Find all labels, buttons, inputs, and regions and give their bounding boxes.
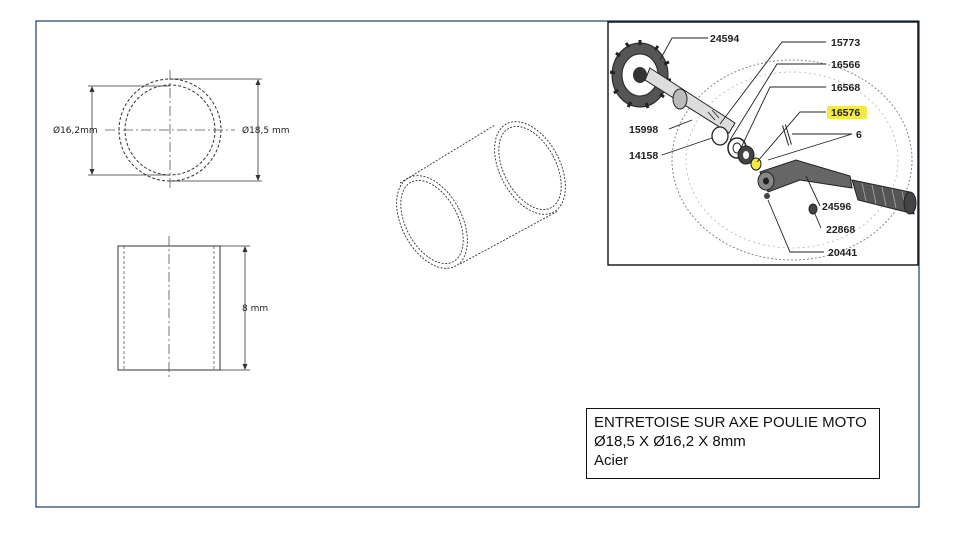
- callout-20441: 20441: [828, 247, 857, 259]
- isometric-view: [396, 121, 566, 269]
- title-block: ENTRETOISE SUR AXE POULIE MOTO Ø18,5 X Ø…: [586, 408, 880, 479]
- sprocket: [609, 40, 671, 109]
- part-highlight: [827, 106, 867, 119]
- washer-1: [711, 126, 729, 146]
- title-material: Acier: [594, 452, 629, 469]
- drawing-frame: [35, 20, 920, 508]
- title-part-dimensions: Ø18,5 X Ø16,2 X 8mm: [594, 433, 746, 450]
- top-view: Ø16,2mm Ø18,5 mm: [53, 70, 290, 190]
- title-part-name: ENTRETOISE SUR AXE POULIE MOTO: [594, 414, 867, 431]
- callout-24594: 24594: [710, 33, 739, 45]
- exploded-view-picture: 24594 15773 16566 16568 16576 15998 1415…: [607, 21, 919, 266]
- pulley-disc: [671, 59, 913, 261]
- callout-16566: 16566: [831, 59, 860, 71]
- iso-back-ellipse: [494, 121, 566, 215]
- leader-lines: [659, 37, 853, 253]
- callout-15998: 15998: [629, 124, 658, 136]
- callout-16568: 16568: [831, 82, 860, 94]
- side-view: 8 mm: [117, 236, 268, 380]
- shaft: [644, 67, 736, 134]
- spacer-highlighted: [750, 157, 762, 171]
- bolt: [808, 203, 818, 215]
- callout-15773: 15773: [831, 37, 860, 49]
- pedal-grip: [851, 179, 917, 215]
- callout-6: 6: [856, 129, 862, 141]
- inner-diameter-label: Ø16,2mm: [53, 125, 98, 136]
- callout-14158: 14158: [629, 150, 658, 162]
- iso-front-ellipse: [396, 175, 468, 269]
- length-label: 8 mm: [242, 304, 268, 314]
- callout-16576: 16576: [831, 107, 860, 119]
- callout-24596: 24596: [822, 201, 851, 213]
- callout-22868: 22868: [826, 224, 855, 236]
- outer-diameter-label: Ø18,5 mm: [242, 125, 290, 136]
